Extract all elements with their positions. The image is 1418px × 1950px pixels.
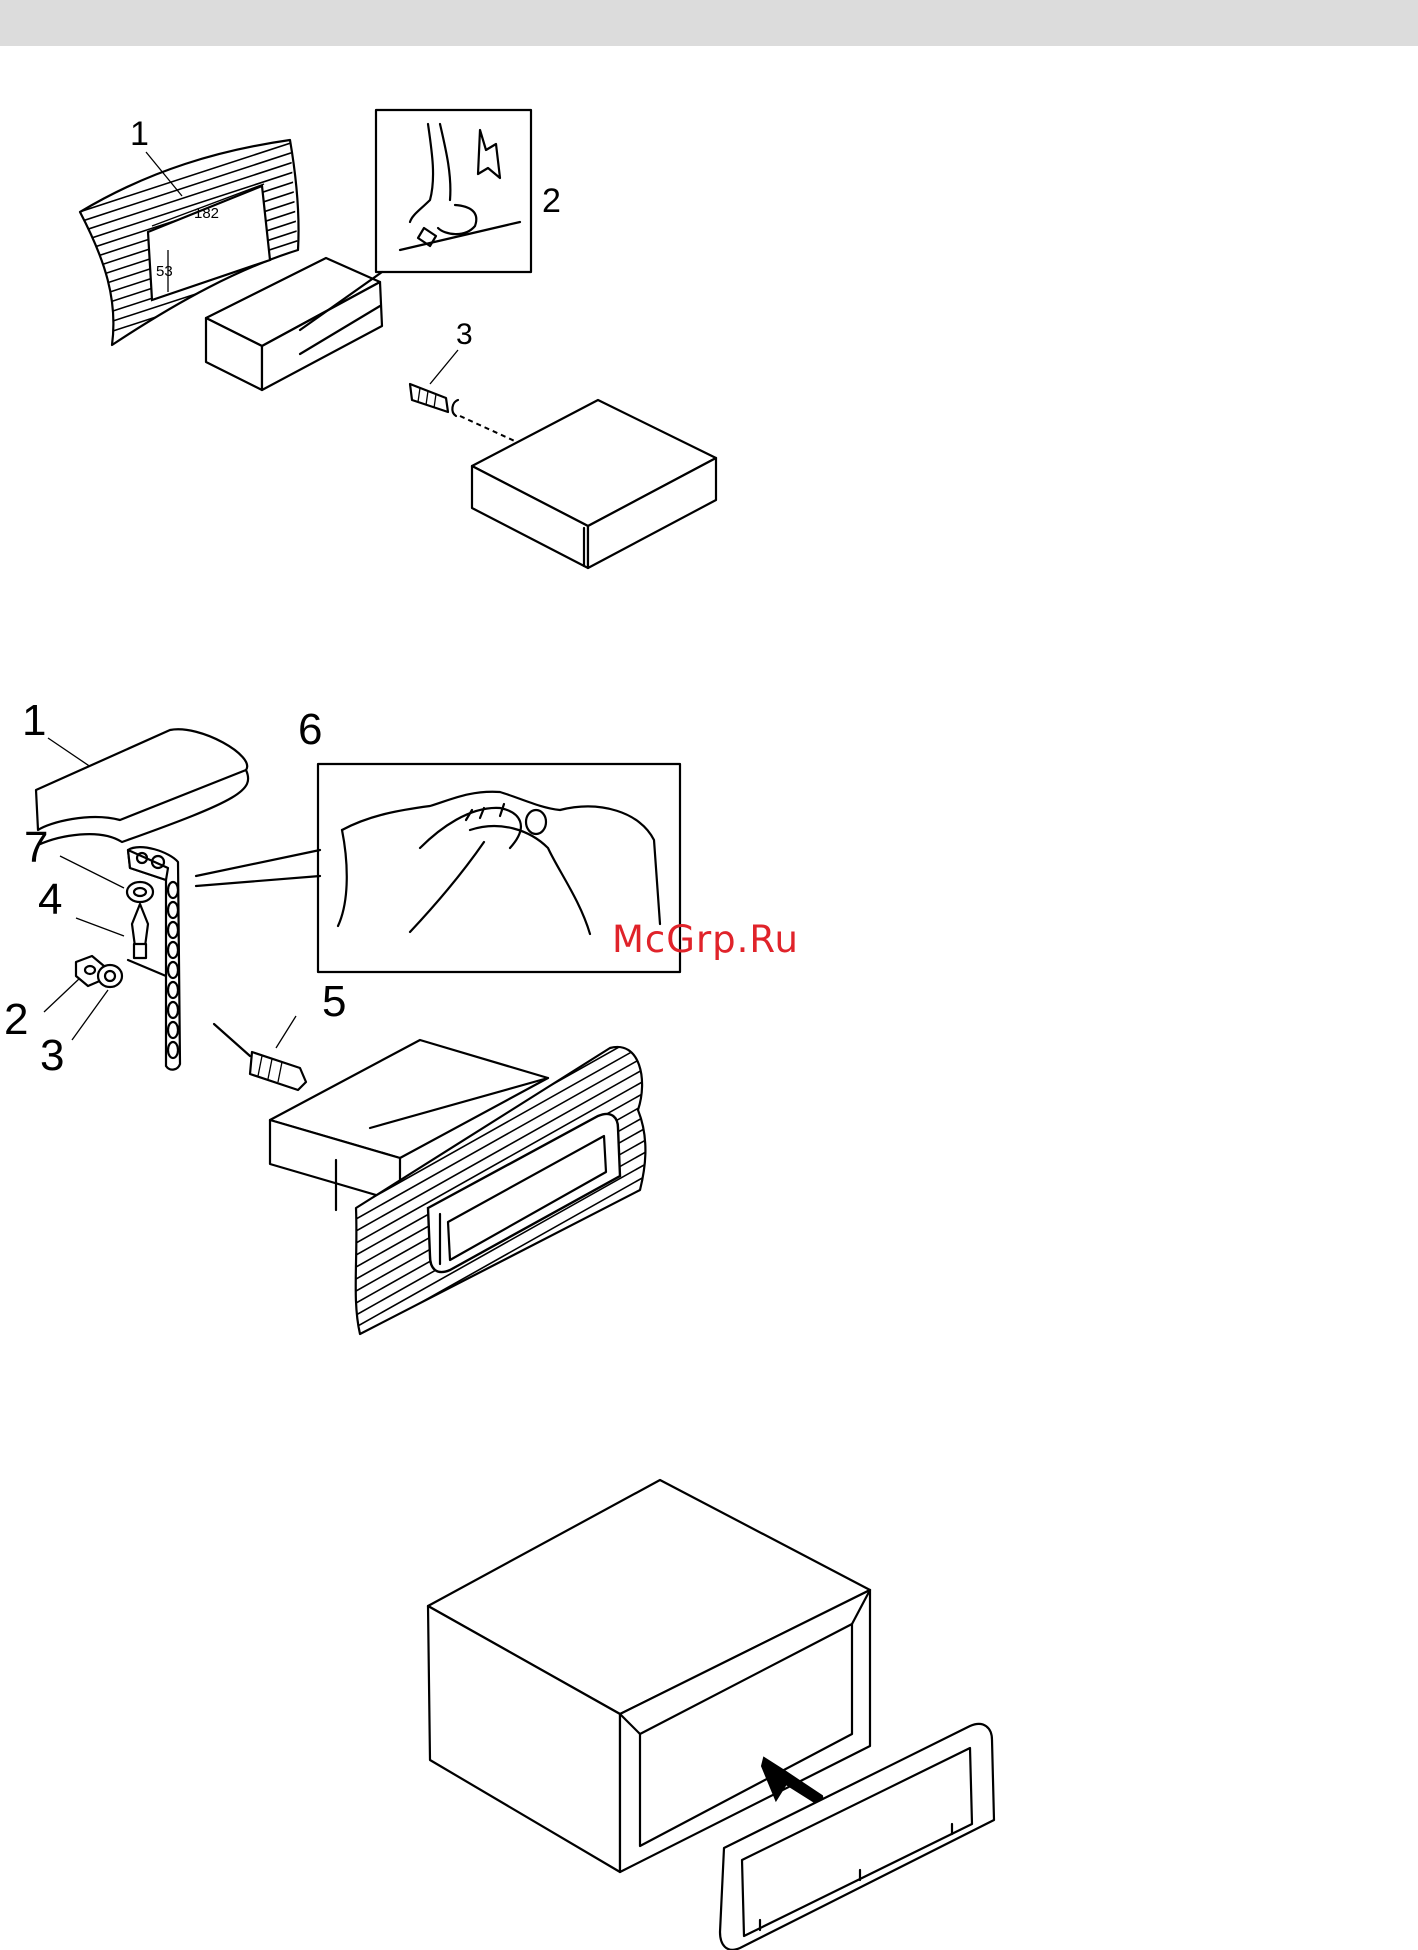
dimension-width-label: 182 [194, 205, 219, 222]
header-bar [0, 0, 1418, 46]
callout-1: 1 [22, 696, 46, 745]
figure-2-bracket-diagram: 1 6 7 4 [0, 690, 740, 1340]
callout-2: 2 [4, 995, 28, 1044]
callout-1: 1 [130, 115, 149, 153]
head-unit-in-dashboard [270, 1000, 660, 1372]
flat-washer [98, 965, 122, 987]
watermark: McGrp.Ru [612, 918, 799, 961]
callout-7: 7 [24, 823, 48, 872]
bolt [132, 904, 148, 958]
figure-1-mounting-diagram: 182 53 1 2 3 [0, 100, 740, 580]
screw [214, 1024, 306, 1090]
dimension-height-label: 53 [156, 263, 173, 280]
callout-3: 3 [40, 1031, 64, 1080]
inset-bending-tab-by-hand [196, 764, 680, 972]
callout-5: 5 [322, 977, 346, 1026]
callout-3: 3 [456, 318, 473, 351]
callout-2: 2 [542, 182, 561, 220]
lock-washer [127, 882, 153, 902]
head-unit [472, 400, 716, 568]
callout-4: 4 [38, 875, 62, 924]
callout-6: 6 [298, 705, 322, 754]
figure-3-trim-ring-diagram [0, 1470, 1040, 1950]
screw [410, 384, 530, 448]
mounting-sleeve [206, 258, 382, 390]
